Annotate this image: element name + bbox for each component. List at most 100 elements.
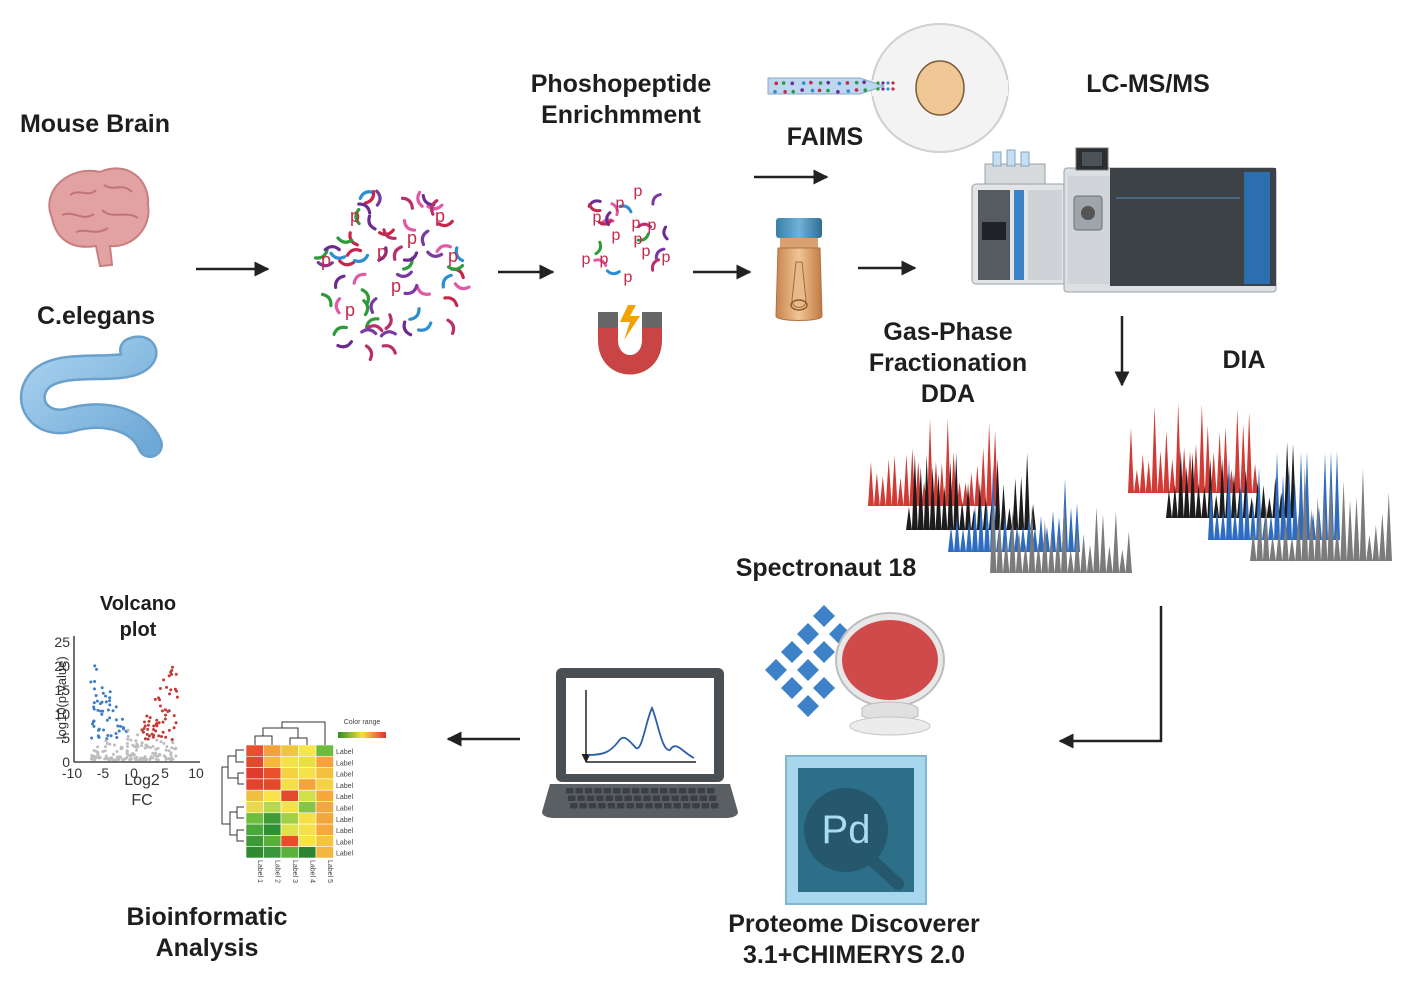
proteome-discoverer-label-2: 3.1+CHIMERYS 2.0 <box>743 941 965 969</box>
volcano-point <box>146 727 150 731</box>
dendrogram-branch <box>254 735 273 745</box>
heatmap-cell <box>298 744 317 757</box>
heatmap-row-label: Label <box>336 839 354 846</box>
spectronaut-diamond <box>813 605 835 627</box>
volcano-point <box>100 686 104 690</box>
phosphopeptide-fragment <box>636 232 650 242</box>
peptide-fragment <box>357 202 372 215</box>
phosphopeptide-fragment <box>662 225 669 241</box>
ion-dot <box>817 88 822 93</box>
peptide-fragment <box>426 203 444 211</box>
volcano-point <box>116 758 120 762</box>
dendrogram-branch <box>235 749 244 763</box>
volcano-point <box>96 734 100 738</box>
phospho-marker: p <box>662 249 671 266</box>
volcano-point <box>105 718 109 722</box>
peptide-fragment <box>375 189 382 207</box>
keyboard-key <box>671 795 679 801</box>
keyboard-key <box>652 795 661 801</box>
heatmap-cell <box>315 789 334 802</box>
peptide-fragment <box>364 344 374 362</box>
peptide-fragment <box>446 318 456 336</box>
keyboard-key <box>660 788 668 794</box>
keyboard-key <box>662 795 670 801</box>
volcano-point <box>167 674 171 678</box>
heatmap-col-label: Label 5 <box>326 860 333 883</box>
sample-vial-icon <box>775 218 823 321</box>
ion-dot <box>891 81 895 85</box>
keyboard-key <box>617 803 625 809</box>
phosphopeptide-fragment <box>605 211 612 227</box>
volcano-point <box>151 751 155 755</box>
mouse-brain-icon <box>48 167 150 268</box>
peptide-fragment <box>366 324 384 333</box>
spectronaut-logo <box>765 605 945 736</box>
color-range-title: Color range <box>344 719 381 726</box>
volcano-point <box>174 754 178 758</box>
heatmap-cell <box>280 755 299 768</box>
volcano-point <box>161 730 165 734</box>
phosphopeptide-fragment <box>654 247 666 260</box>
peptide-fragment <box>436 219 454 228</box>
volcano-point <box>140 728 144 732</box>
volcano-point <box>131 743 135 747</box>
volcano-xtick-label: -10 <box>62 765 82 781</box>
ion-dot <box>836 90 840 94</box>
phosphopeptide-fragment <box>618 204 633 214</box>
keyboard-key <box>613 788 621 794</box>
peptide-fragment <box>441 273 453 289</box>
volcano-point <box>175 695 179 699</box>
volcano-point <box>135 758 139 762</box>
heatmap-row-label: Label <box>336 828 354 835</box>
peptide-fragment <box>377 246 388 262</box>
volcano-point <box>143 737 147 741</box>
dda-spectra <box>868 418 1132 573</box>
heatmap-cell <box>245 812 264 825</box>
volcano-title-1: Volcano <box>100 593 176 615</box>
volcano-point <box>134 739 138 743</box>
volcano-point <box>158 698 162 702</box>
ion-dot <box>886 81 890 85</box>
heatmap-cell <box>315 823 334 836</box>
ion-dot <box>886 87 890 91</box>
peptide-fragment <box>369 297 378 314</box>
phosphopeptide-fragment <box>593 258 608 267</box>
heatmap-cell <box>298 812 317 825</box>
peptide-fragment <box>446 264 465 271</box>
heatmap-row-label: Label <box>336 772 354 779</box>
volcano-point <box>162 754 166 758</box>
volcano-point <box>93 680 97 684</box>
heatmap-row-label: Label <box>336 783 354 790</box>
phosphopeptide-fragment <box>594 240 603 256</box>
volcano-point <box>169 688 173 692</box>
volcano-point <box>96 753 100 757</box>
peptide-fragment <box>416 190 424 208</box>
volcano-point <box>155 718 159 722</box>
ion-dot <box>854 88 859 92</box>
volcano-point <box>171 665 175 669</box>
volcano-point <box>93 664 97 668</box>
volcano-point <box>166 709 170 713</box>
volcano-point <box>161 720 165 724</box>
volcano-point <box>114 705 118 709</box>
volcano-point <box>158 687 162 691</box>
volcano-point <box>126 745 130 749</box>
peptide-fragment <box>348 231 359 247</box>
volcano-point <box>91 722 95 726</box>
heatmap-cell <box>263 801 282 814</box>
volcano-point <box>135 748 139 752</box>
volcano-ytick-label: 25 <box>54 634 70 650</box>
heatmap-cell <box>245 789 264 802</box>
peptide-fragment <box>400 196 414 210</box>
volcano-point <box>94 755 98 759</box>
volcano-point <box>118 724 122 728</box>
volcano-xtick-label: 0 <box>130 765 138 781</box>
keyboard-key <box>664 803 672 809</box>
phospho-marker: p <box>642 243 651 260</box>
keyboard-key <box>622 788 630 794</box>
spectrum-black <box>1166 441 1296 518</box>
volcano-point <box>165 745 169 749</box>
keyboard-key <box>579 803 587 809</box>
heatmap-col-label: Label 3 <box>291 860 298 883</box>
